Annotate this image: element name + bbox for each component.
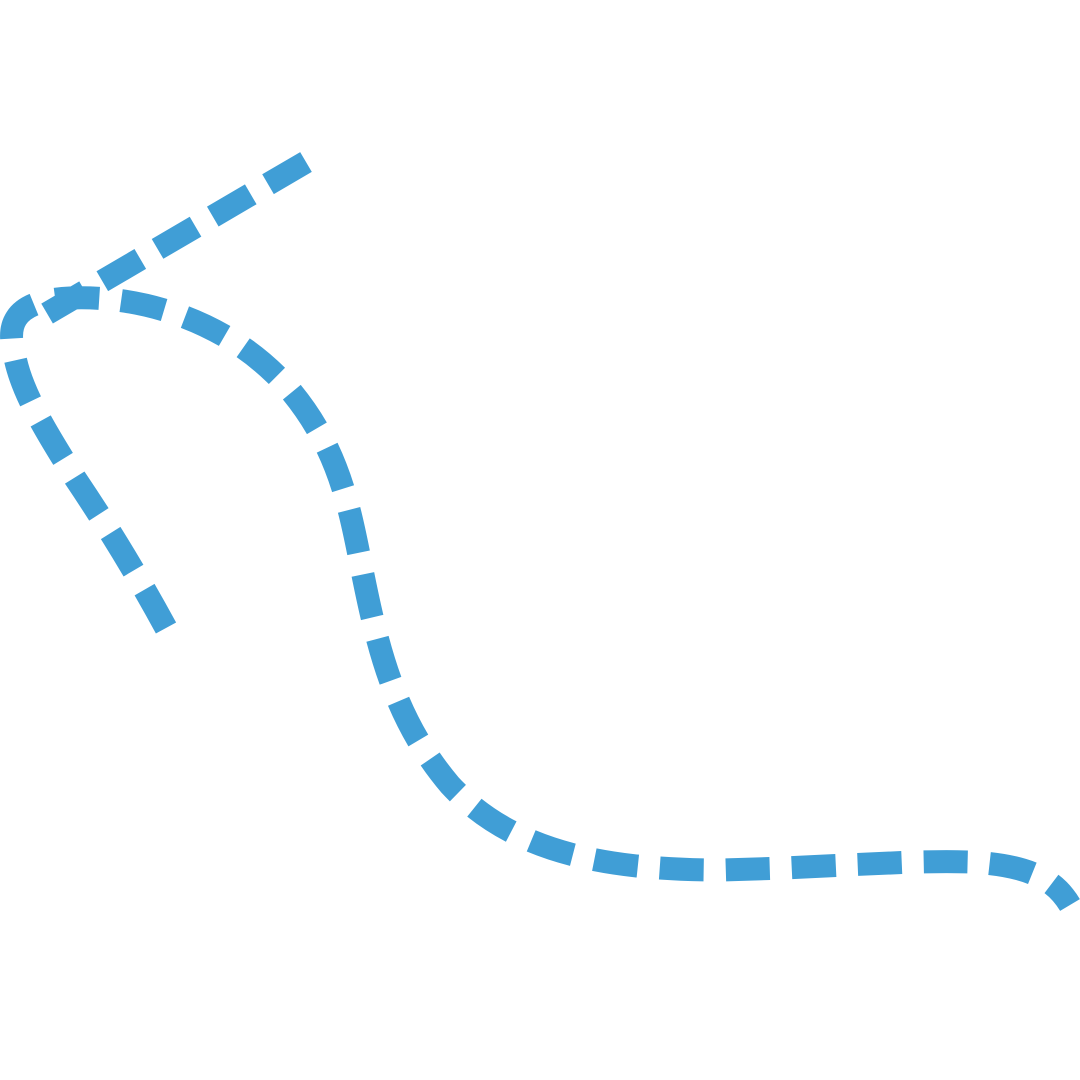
curved-dashed-path — [0, 286, 1080, 912]
